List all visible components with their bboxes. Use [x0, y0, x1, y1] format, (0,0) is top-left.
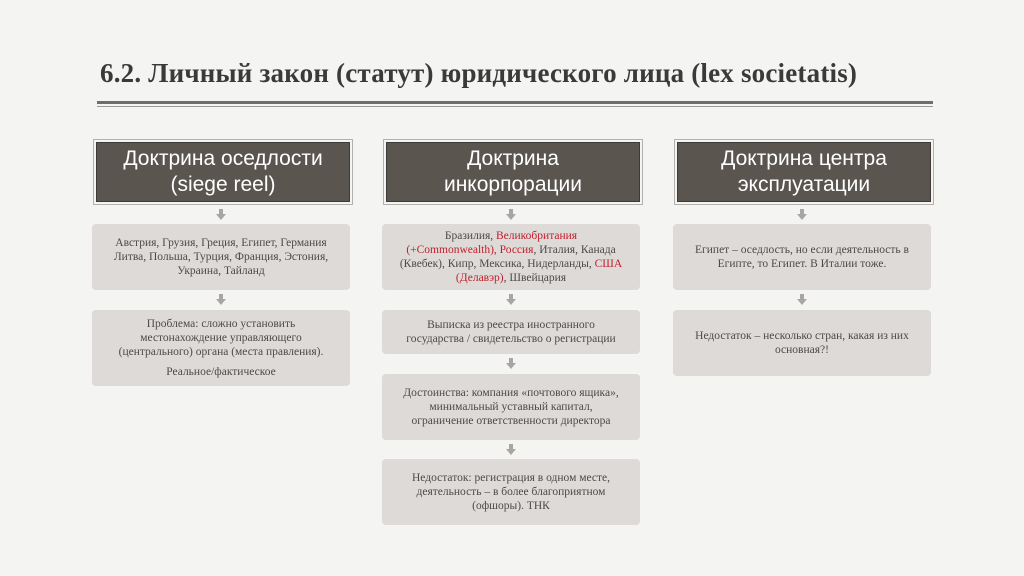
arrow-down-icon [506, 294, 516, 305]
arrow-down-icon [797, 294, 807, 305]
arrow-down-icon [797, 209, 807, 220]
box-line: Египет – оседлость, но если деятельность… [695, 244, 909, 256]
box-line: Австрия, Грузия, Греция, Египет, Германи… [115, 237, 327, 249]
box-text-highlight: (+Commonwealth), Россия [406, 244, 534, 256]
box-seat-countries: Австрия, Грузия, Греция, Египет, Германи… [92, 224, 350, 290]
box-incorporation-countries: Бразилия, Великобритания (+Commonwealth)… [382, 224, 640, 290]
slide-title: 6.2. Личный закон (статут) юридического … [100, 58, 858, 88]
header-line: эксплуатации [737, 173, 871, 196]
box-line: Украина, Тайланд [177, 265, 265, 277]
box-text: (Квебек), Кипр, Мексика, Нидерланды, [399, 258, 595, 270]
box-line: местонахождение управляющего [140, 332, 302, 344]
header-doctrine-incorporation: Доктрина инкорпорации [386, 142, 640, 202]
arrow-down-icon [506, 209, 516, 220]
arrow-down-icon [216, 294, 226, 305]
box-line: Литва, Польша, Турция, Франция, Эстония, [113, 251, 329, 263]
arrow-down-icon [216, 209, 226, 220]
header-line: инкорпорации [443, 173, 582, 196]
arrow-down-icon [506, 444, 516, 455]
header-doctrine-exploitation: Доктрина центра эксплуатации [677, 142, 931, 202]
box-text: , Швейцария [503, 272, 567, 284]
box-line: Недостаток – несколько стран, какая из н… [695, 330, 909, 342]
box-line: Достоинства: компания «почтового ящика», [403, 387, 619, 399]
box-seat-problem: Проблема: сложно установить местонахожде… [92, 310, 350, 386]
box-line: основная?! [775, 344, 829, 356]
header-line: Доктрина [467, 147, 559, 170]
box-text-highlight: Великобритания [496, 230, 578, 242]
box-line: Недостаток: регистрация в одном месте, [411, 472, 610, 484]
title-rule [97, 101, 933, 104]
header-line: Доктрина центра [721, 147, 887, 170]
box-exploitation-drawback: Недостаток – несколько стран, какая из н… [673, 310, 931, 376]
box-line: (офшоры). ТНК [472, 500, 550, 512]
box-text-highlight: США [594, 258, 623, 270]
box-line: Выписка из реестра иностранного [427, 319, 595, 331]
box-line: минимальный уставный капитал, [429, 401, 593, 413]
box-line: Проблема: сложно установить [146, 318, 296, 330]
box-line: (центрального) органа (места правления). [118, 346, 324, 358]
header-doctrine-seat: Доктрина оседлости (siege reel) [96, 142, 350, 202]
header-line: (siege reel) [170, 173, 276, 196]
box-line: Египте, то Египет. В Италии тоже. [717, 258, 887, 270]
box-line: государства / свидетельство о регистраци… [406, 333, 616, 345]
box-incorporation-advantages: Достоинства: компания «почтового ящика»,… [382, 374, 640, 440]
box-text: , Италия, Канада [533, 244, 616, 256]
box-text-highlight: (Делавэр) [455, 272, 504, 284]
box-text: Бразилия, [444, 230, 497, 242]
box-exploitation-egypt: Египет – оседлость, но если деятельность… [673, 224, 931, 290]
box-extra: Реальное/фактическое [166, 366, 276, 378]
box-incorporation-registry: Выписка из реестра иностранного государс… [382, 310, 640, 354]
title-rule-thin [97, 106, 933, 107]
box-incorporation-drawback: Недостаток: регистрация в одном месте, д… [382, 459, 640, 525]
header-line: Доктрина оседлости [123, 147, 323, 170]
box-line: деятельность – в более благоприятном [416, 486, 606, 498]
arrow-down-icon [506, 358, 516, 369]
box-line: ограничение ответственности директора [411, 415, 611, 427]
